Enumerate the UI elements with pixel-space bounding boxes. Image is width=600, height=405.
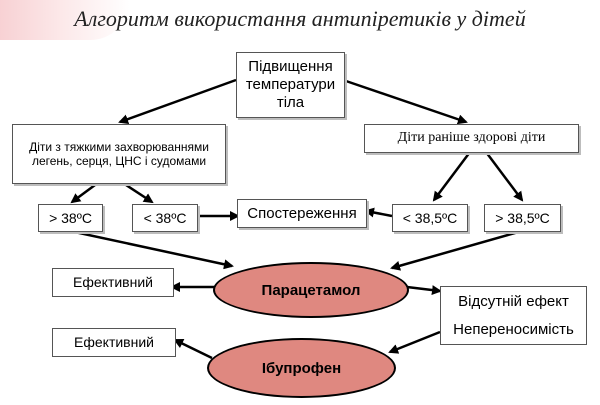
lt38-label: < 38ºС (143, 209, 187, 226)
ibuprofen-node: Ібупрофен (207, 338, 396, 398)
arrow-healthy-to-gt385 (485, 151, 524, 202)
effective-node-2: Ефективний (52, 328, 176, 357)
lt385-label: < 38,5ºС (402, 209, 458, 226)
gt38-label: > 38ºС (49, 209, 92, 226)
arrow-paracetamol-to-noeffect (406, 285, 442, 296)
page-title: Алгоритм використання антипіретиків у ді… (74, 6, 526, 31)
fever-label: Підвищення температури тіла (245, 58, 336, 111)
gt385-node: > 38,5ºС (484, 204, 561, 232)
observation-node: Спостереження (237, 199, 367, 228)
gt385-label: > 38,5ºС (495, 209, 550, 226)
arrow-gt385-to-paracetamol (390, 229, 523, 271)
risk-children-label: Діти з тяжкими захворюваннями легень, се… (29, 139, 209, 168)
lt38-node: < 38ºС (132, 204, 198, 232)
decorative-corner-shape (0, 0, 130, 40)
observation-label: Спостереження (247, 204, 357, 222)
arrow-lt385-to-observation (364, 207, 393, 218)
arrow-intolerance-to-ibuprofen (388, 330, 441, 354)
arrow-fever-to-healthy (342, 78, 468, 125)
paracetamol-label: Парацетамол (261, 281, 361, 299)
intolerance-label: Непереносимість (453, 320, 574, 338)
effective-label-2: Ефективний (74, 334, 154, 351)
effective-node-1: Ефективний (52, 268, 174, 297)
arrow-fever-to-risk (118, 78, 237, 124)
arrow-gt38-to-paracetamol (69, 229, 234, 270)
no-effect-label: Відсутній ефект (458, 292, 569, 310)
outcome-node: Відсутній ефект Непереносимість (440, 286, 587, 345)
effective-label-1: Ефективний (73, 274, 153, 291)
ibuprofen-label: Ібупрофен (261, 359, 342, 377)
healthy-children-node: Діти раніше здорові діти (364, 124, 579, 153)
lt385-node: < 38,5ºС (392, 204, 468, 232)
risk-children-node: Діти з тяжкими захворюваннями легень, се… (12, 124, 226, 184)
arrow-risk-to-lt38 (125, 183, 154, 204)
gt38-node: > 38ºС (38, 204, 103, 232)
arrow-healthy-to-lt385 (432, 151, 471, 202)
arrow-ibuprofen-to-effective2 (173, 338, 213, 360)
paracetamol-node: Парацетамол (213, 262, 409, 318)
fever-node: Підвищення температури тіла (236, 52, 345, 118)
arrow-risk-to-gt38 (70, 183, 96, 204)
healthy-children-label: Діти раніше здорові діти (397, 130, 546, 146)
